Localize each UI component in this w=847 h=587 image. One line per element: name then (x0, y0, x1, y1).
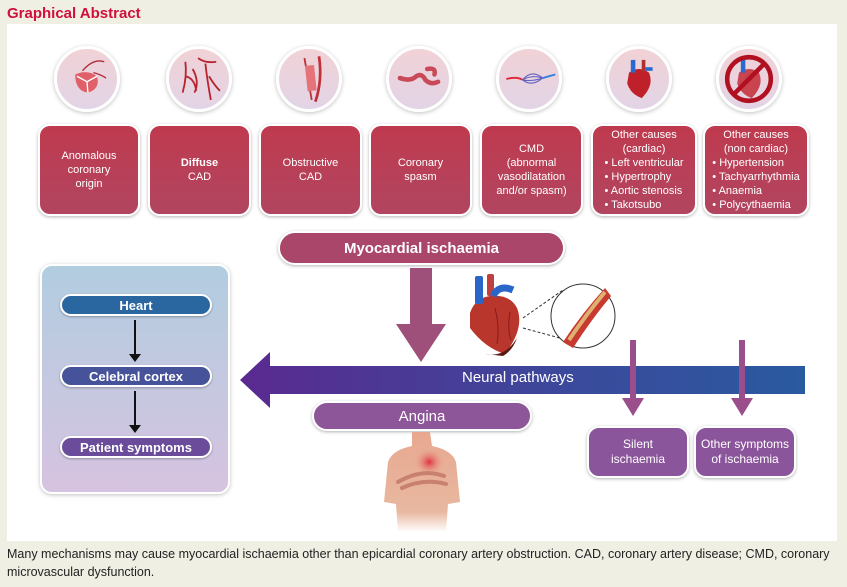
neural-pathways-label: Neural pathways (462, 369, 574, 386)
anomalous-origin-icon (54, 46, 120, 112)
pathway-panel: Heart Celebral cortex Patient symptoms (40, 264, 230, 494)
heart-pill: Heart (60, 294, 212, 316)
cause-diffuse-cad: Diffuse CAD (148, 124, 251, 216)
cause-text: Coronary (397, 157, 444, 169)
arrow-down-icon (129, 354, 141, 362)
bullet-item: • Polycythaemia (712, 199, 791, 211)
bullet-item: • Left ventricular (604, 157, 684, 169)
cause-text: (abnormal (506, 157, 557, 169)
graphical-abstract-title: Graphical Abstract (7, 5, 141, 22)
outcome-text: Silent (622, 437, 654, 451)
cause-text: coronary (67, 164, 111, 176)
cause-cmd: CMD (abnormal vasodilatation and/or spas… (480, 124, 583, 216)
down-arrow-icon (396, 268, 446, 362)
cause-obstructive-cad: Obstructive CAD (259, 124, 362, 216)
down-arrow-icon (622, 340, 644, 416)
other-symptoms-box: Other symptoms of ischaemia (694, 426, 796, 478)
cause-text: Diffuse (180, 157, 219, 169)
diffuse-cad-icon (166, 46, 232, 112)
angina-label: Angina (312, 401, 532, 431)
bullet-item: • Takotsubo (604, 199, 662, 211)
down-arrow-icon (731, 340, 753, 416)
bullet-item: • Tachyarrhythmia (712, 171, 800, 183)
outcome-text: of ischaemia (711, 452, 779, 466)
neural-pathways-arrow (240, 352, 805, 408)
myocardial-ischaemia-label: Myocardial ischaemia (278, 231, 565, 265)
cortex-pill: Celebral cortex (60, 365, 212, 387)
cause-text: CAD (298, 171, 323, 183)
cause-text: origin (75, 178, 103, 190)
coronary-spasm-icon (386, 46, 452, 112)
bullet-item: • Hypertension (712, 157, 785, 169)
cause-text: spasm (404, 171, 437, 183)
cause-coronary-spasm: Coronary spasm (369, 124, 472, 216)
cause-text: Obstructive (282, 157, 339, 169)
cause-bullet-list: • Hypertension • Tachyarrhythmia • Anaem… (712, 156, 799, 212)
heart-illustration-icon (470, 274, 616, 356)
cause-heading: (non cardiac) (723, 143, 789, 155)
cause-bullet-list: • Left ventricular • Hypertrophy • Aorti… (604, 156, 683, 212)
cause-heading: Other causes (611, 129, 677, 141)
bullet-item: • Anaemia (712, 185, 763, 197)
cause-other-cardiac: Other causes (cardiac) • Left ventricula… (591, 124, 697, 216)
cause-text: vasodilatation (497, 171, 566, 183)
bullet-item: • Hypertrophy (604, 171, 672, 183)
figure-caption: Many mechanisms may cause myocardial isc… (7, 547, 830, 579)
cause-other-non-cardiac: Other causes (non cardiac) • Hypertensio… (703, 124, 809, 216)
arrow-line (134, 391, 136, 427)
arrow-line (134, 320, 136, 356)
cause-text: CMD (518, 143, 545, 155)
obstructive-cad-icon (276, 46, 342, 112)
chest-pain-person-icon (384, 432, 460, 532)
cause-anomalous-coronary-origin: Anomalous coronary origin (38, 124, 140, 216)
bullet-item: • Aortic stenosis (604, 185, 683, 197)
silent-ischaemia-box: Silent ischaemia (587, 426, 689, 478)
cause-text: CAD (187, 171, 212, 183)
cause-text: and/or spasm) (496, 185, 567, 197)
cause-heading: (cardiac) (622, 143, 666, 155)
heart-icon (606, 46, 672, 112)
outcome-text: ischaemia (610, 452, 666, 466)
no-heart-icon (716, 46, 782, 112)
symptoms-pill: Patient symptoms (60, 436, 212, 458)
arrow-down-icon (129, 425, 141, 433)
outcome-text: Other symptoms (700, 437, 790, 451)
cause-heading: Other causes (723, 129, 789, 141)
cause-text: Anomalous (61, 150, 117, 162)
microvasculature-icon (496, 46, 562, 112)
